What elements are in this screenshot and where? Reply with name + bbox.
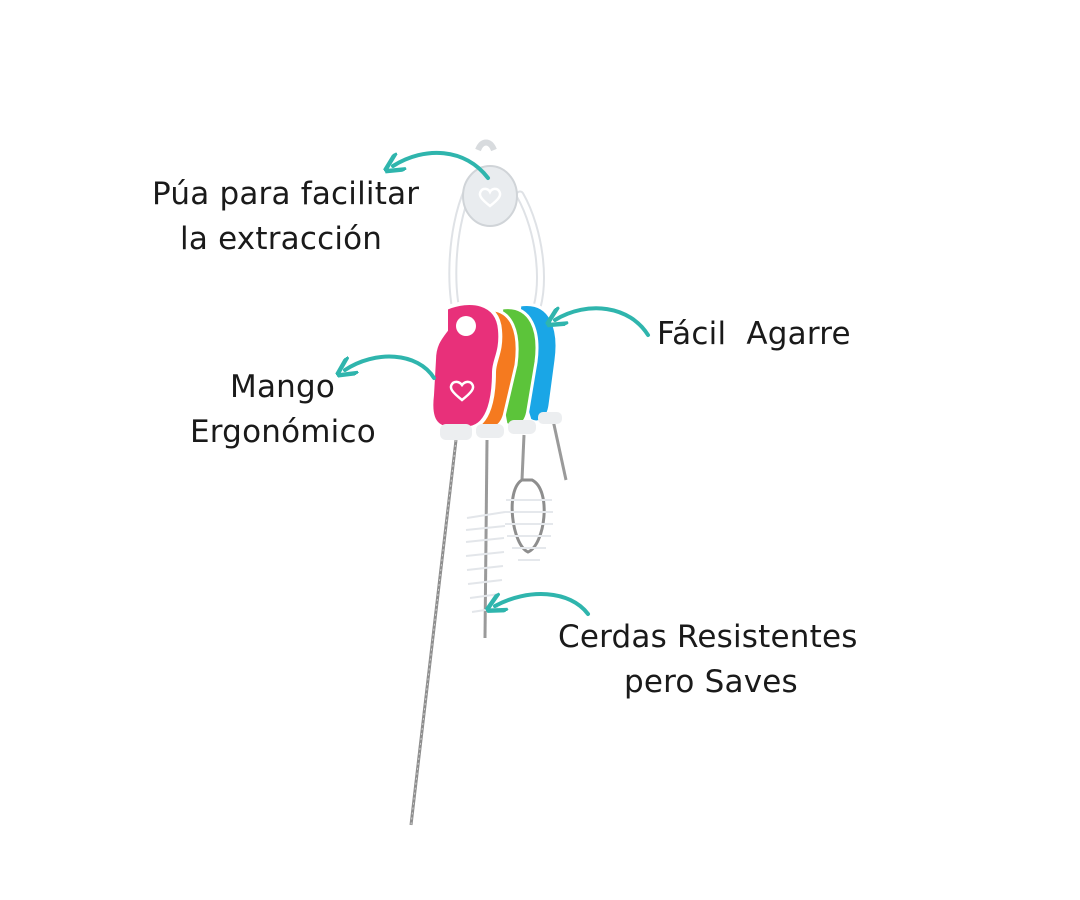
label-mango: Mango Ergonómico: [190, 365, 376, 455]
label-pua: Púa para facilitar la extracción: [152, 172, 419, 262]
label-cerdas-line1: Cerdas Resistentes: [558, 619, 858, 655]
curved-arrow-icon: [495, 592, 590, 616]
label-cerdas: Cerdas Resistentes pero Saves: [558, 615, 858, 705]
curved-arrow-icon: [555, 308, 650, 337]
heart-logo-icon: [449, 380, 475, 402]
label-pua-line2: la extracción: [180, 221, 383, 257]
label-mango-line2: Ergonómico: [190, 414, 376, 450]
curved-arrow-icon: [393, 150, 490, 180]
label-facil-agarre: Fácil Agarre: [657, 312, 851, 357]
label-mango-line1: Mango: [230, 369, 336, 405]
label-cerdas-line2: pero Saves: [624, 664, 798, 700]
curved-arrow-icon: [345, 354, 436, 380]
heart-logo-icon: [478, 187, 502, 208]
label-facil-line1: Fácil Agarre: [657, 316, 851, 352]
label-pua-line1: Púa para facilitar: [152, 176, 420, 212]
brush-shafts: [409, 419, 568, 826]
brush-handles: [429, 301, 562, 440]
